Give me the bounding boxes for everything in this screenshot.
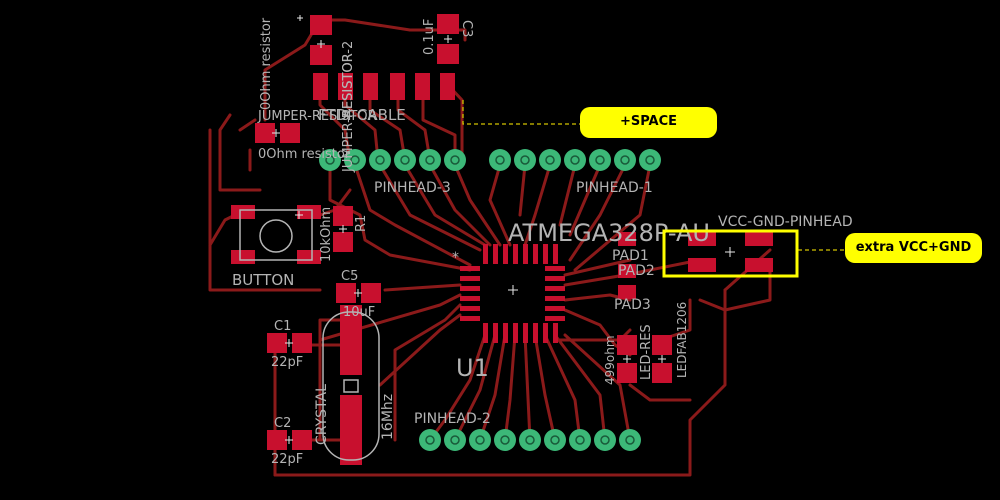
label-jumper-resistor-name: JUMPER-RESISTOR bbox=[341, 53, 356, 173]
origin-markers bbox=[272, 15, 735, 444]
label-u1: U1 bbox=[456, 354, 489, 382]
callout-space-label: +SPACE bbox=[619, 114, 678, 129]
label-c5-value: 10uF bbox=[343, 305, 375, 320]
callout-vcc-gnd-label: extra VCC+GND bbox=[855, 240, 972, 255]
label-ftdi-cable: FTDI-CABLE bbox=[318, 106, 406, 124]
tht-pads bbox=[319, 149, 661, 451]
label-pinhead-2: PINHEAD-2 bbox=[414, 411, 491, 427]
label-resistor-top-value: 0Ohm resistor bbox=[259, 17, 274, 110]
smd-pads bbox=[231, 14, 773, 465]
callout-leaders bbox=[462, 100, 845, 251]
label-pinhead-1: PINHEAD-1 bbox=[576, 180, 653, 196]
label-led-res-value: 499ohm bbox=[603, 335, 617, 385]
label-mcu: ATMEGA328P-AU bbox=[508, 219, 710, 247]
label-pinhead-3: PINHEAD-3 bbox=[374, 180, 451, 196]
label-pad1: PAD1 bbox=[612, 248, 649, 264]
label-r1-value: 10kOhm bbox=[319, 207, 334, 262]
silkscreen-labels: 0Ohm resistor RESISTOR-2 0.1uF C3 FTDI-C… bbox=[232, 17, 853, 467]
vcc-gnd-highlight-box bbox=[662, 229, 799, 278]
button-body bbox=[239, 209, 313, 261]
label-jumper-resistor-value: 0Ohm resistor bbox=[258, 147, 351, 162]
label-pad3: PAD3 bbox=[614, 297, 651, 313]
label-c1: C1 bbox=[274, 319, 291, 334]
label-led-name: LEDFAB1206 bbox=[675, 302, 689, 378]
mcu-pads bbox=[460, 244, 565, 343]
label-jumper-resistor: JUMPER-RESISTOR bbox=[257, 109, 377, 124]
label-vcc-gnd-pinhead: VCC-GND-PINHEAD bbox=[718, 214, 853, 230]
label-pad2: PAD2 bbox=[618, 263, 655, 279]
label-c2: C2 bbox=[274, 416, 291, 431]
label-c5: C5 bbox=[341, 269, 358, 284]
label-led-res-name: LED-RES bbox=[639, 324, 654, 380]
tht-pad-holes bbox=[325, 155, 655, 445]
label-c3-value: 0.1uF bbox=[422, 19, 437, 55]
callout-space-bubble bbox=[580, 107, 717, 138]
label-c2-value: 22pF bbox=[271, 452, 303, 467]
label-crystal-value: 16Mhz bbox=[380, 394, 396, 440]
label-button: BUTTON bbox=[232, 271, 294, 289]
label-resistor-top-name: RESISTOR-2 bbox=[341, 41, 356, 118]
label-c1-value: 22pF bbox=[271, 355, 303, 370]
crystal-outline bbox=[322, 311, 380, 461]
label-crystal: CRYSTAL bbox=[314, 384, 330, 445]
callout-vcc-gnd-bubble bbox=[845, 233, 982, 263]
label-pin1-marker: * bbox=[452, 250, 459, 266]
label-r1: R1 bbox=[354, 215, 369, 232]
label-c3-name: C3 bbox=[459, 20, 474, 37]
